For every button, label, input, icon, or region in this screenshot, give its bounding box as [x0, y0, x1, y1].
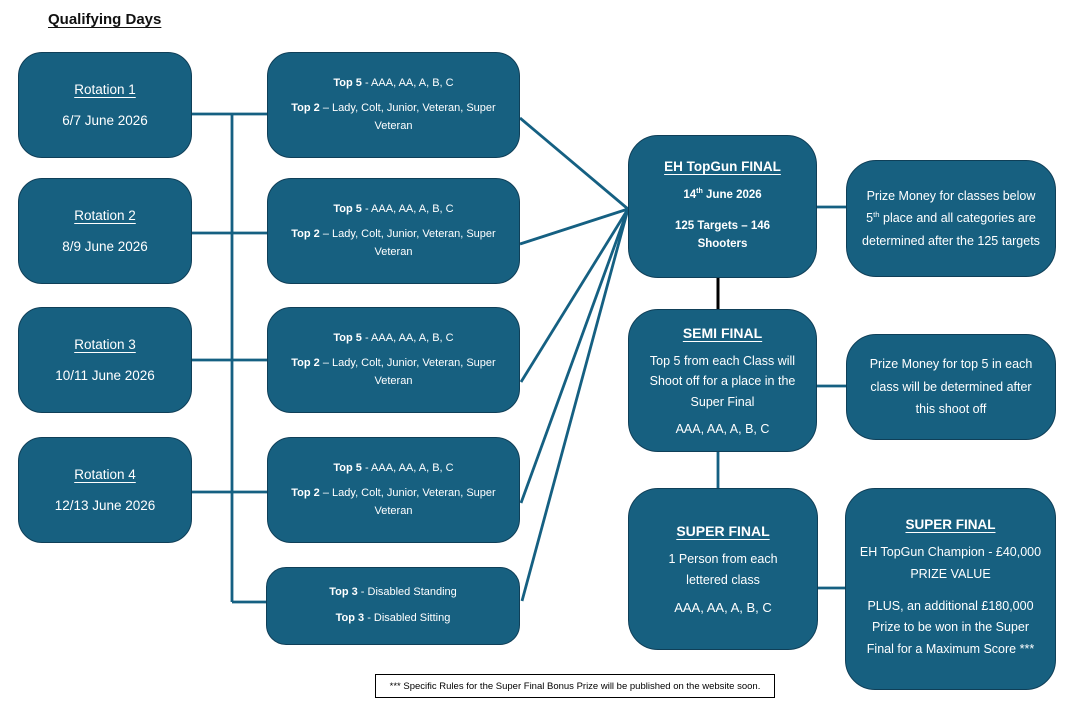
top3-label: Top 3 — [335, 612, 365, 624]
qualifier-2-top2: Top 2 – Lady, Colt, Junior, Veteran, Sup… — [268, 226, 519, 261]
top5-classes: - AAA, AA, A, B, C — [361, 331, 454, 344]
top2-label: Top 2 — [291, 357, 320, 370]
connector-fan-3 — [519, 208, 630, 383]
top2-categories: – Lady, Colt, Junior, Veteran, Super Vet… — [319, 102, 496, 132]
super-final-body: 1 Person from each lettered class — [668, 551, 778, 587]
semi-final-title: SEMI FINAL — [682, 324, 763, 341]
top2-categories: – Lady, Colt, Junior, Veteran, Super Vet… — [319, 357, 496, 387]
qualifier-4-top5: Top 5 - AAA, AA, A, B, C — [319, 460, 467, 478]
final-date-day: 14 — [683, 189, 697, 202]
disabled-qualifier-box: Top 3 - Disabled Standing Top 3 - Disabl… — [266, 567, 520, 645]
disabled-standing-line: Top 3 - Disabled Standing — [315, 584, 471, 602]
rotation-1-name: Rotation 1 — [74, 82, 136, 97]
qualifier-box-3: Top 5 - AAA, AA, A, B, C Top 2 – Lady, C… — [267, 307, 520, 413]
final-date-ordinal: th — [696, 187, 703, 196]
final-title: EH TopGun FINAL — [664, 159, 781, 175]
final-prize-pre: Prize Money for classes below 5 — [866, 188, 1036, 226]
footnote-box: *** Specific Rules for the Super Final B… — [375, 674, 775, 698]
rotation-1-box: Rotation 1 6/7 June 2026 — [18, 52, 192, 158]
top2-categories: – Lady, Colt, Junior, Veteran, Super Vet… — [319, 228, 496, 258]
rotation-4-date: 12/13 June 2026 — [54, 498, 156, 513]
qualifier-box-1: Top 5 - AAA, AA, A, B, C Top 2 – Lady, C… — [267, 52, 520, 158]
rotation-2-date: 8/9 June 2026 — [62, 239, 148, 254]
top3-label: Top 3 — [329, 586, 358, 599]
disabled-sitting-text: - Disabled Sitting — [364, 612, 451, 624]
connector-fan-4 — [519, 208, 630, 504]
qualifier-box-2: Top 5 - AAA, AA, A, B, C Top 2 – Lady, C… — [267, 178, 520, 284]
semi-final-body: Top 5 from each Class will Shoot off for… — [649, 353, 796, 409]
semi-prize-text: Prize Money for top 5 in each class will… — [869, 357, 1033, 417]
disabled-sitting-line: Top 3 - Disabled Sitting — [322, 610, 465, 628]
rotation-2-box: Rotation 2 8/9 June 2026 — [18, 178, 192, 284]
top2-label: Top 2 — [291, 102, 320, 115]
footnote-text: *** Specific Rules for the Super Final B… — [389, 680, 761, 692]
page-title: Qualifying Days — [48, 11, 162, 28]
semi-final-box: SEMI FINAL Top 5 from each Class will Sh… — [628, 309, 817, 452]
eh-topgun-final-box: EH TopGun FINAL 14th June 2026 125 Targe… — [628, 135, 817, 278]
top5-classes: - AAA, AA, A, B, C — [361, 202, 454, 215]
connector-fan-1 — [519, 116, 629, 211]
top2-label: Top 2 — [291, 487, 320, 500]
super-final-box: SUPER FINAL 1 Person from each lettered … — [628, 488, 818, 650]
top5-label: Top 5 — [333, 76, 362, 89]
connector-fan-2 — [519, 207, 629, 246]
qualifier-3-top5: Top 5 - AAA, AA, A, B, C — [319, 330, 467, 348]
top5-classes: - AAA, AA, A, B, C — [361, 76, 454, 89]
qualifier-1-top2: Top 2 – Lady, Colt, Junior, Veteran, Sup… — [268, 100, 519, 135]
qualifier-box-4: Top 5 - AAA, AA, A, B, C Top 2 – Lady, C… — [267, 437, 520, 543]
disabled-standing-text: - Disabled Standing — [357, 586, 457, 599]
super-prize-bonus: PLUS, an additional £180,000 Prize to be… — [866, 598, 1035, 657]
qualifier-4-top2: Top 2 – Lady, Colt, Junior, Veteran, Sup… — [268, 485, 519, 520]
final-prize-text: Prize Money for classes below 5th place … — [847, 185, 1055, 253]
rotation-4-name: Rotation 4 — [74, 467, 136, 482]
qualifier-1-top5: Top 5 - AAA, AA, A, B, C — [319, 75, 467, 93]
final-date-month: June 2026 — [702, 189, 762, 202]
semi-prize-box: Prize Money for top 5 in each class will… — [846, 334, 1056, 440]
top5-label: Top 5 — [333, 202, 362, 215]
rotation-2-name: Rotation 2 — [74, 208, 136, 223]
qualifier-2-top5: Top 5 - AAA, AA, A, B, C — [319, 201, 467, 219]
top2-categories: – Lady, Colt, Junior, Veteran, Super Vet… — [319, 487, 496, 517]
rotation-3-box: Rotation 3 10/11 June 2026 — [18, 307, 192, 413]
super-prize-champion: EH TopGun Champion - £40,000 PRIZE VALUE — [859, 544, 1042, 581]
super-prize-title: SUPER FINAL — [905, 516, 996, 532]
super-final-classes: AAA, AA, A, B, C — [674, 600, 772, 616]
rotation-3-date: 10/11 June 2026 — [55, 368, 155, 383]
super-final-title: SUPER FINAL — [676, 522, 770, 539]
top5-label: Top 5 — [333, 461, 362, 474]
final-prize-ordinal: th — [873, 210, 880, 220]
final-prize-post: place and all categories are determined … — [862, 211, 1040, 248]
top5-label: Top 5 — [333, 331, 362, 344]
super-prize-box: SUPER FINAL EH TopGun Champion - £40,000… — [845, 488, 1056, 690]
final-targets: 125 Targets – 146 Shooters — [674, 219, 771, 251]
final-date: 14th June 2026 — [663, 186, 781, 204]
semi-final-classes: AAA, AA, A, B, C — [675, 422, 770, 437]
top2-label: Top 2 — [291, 228, 320, 241]
top5-classes: - AAA, AA, A, B, C — [361, 461, 454, 474]
connector-fan-5 — [520, 208, 630, 602]
rotation-4-box: Rotation 4 12/13 June 2026 — [18, 437, 192, 543]
rotation-1-date: 6/7 June 2026 — [62, 113, 148, 128]
qualifier-3-top2: Top 2 – Lady, Colt, Junior, Veteran, Sup… — [268, 355, 519, 390]
final-prize-box: Prize Money for classes below 5th place … — [846, 160, 1056, 277]
rotation-3-name: Rotation 3 — [74, 337, 136, 352]
